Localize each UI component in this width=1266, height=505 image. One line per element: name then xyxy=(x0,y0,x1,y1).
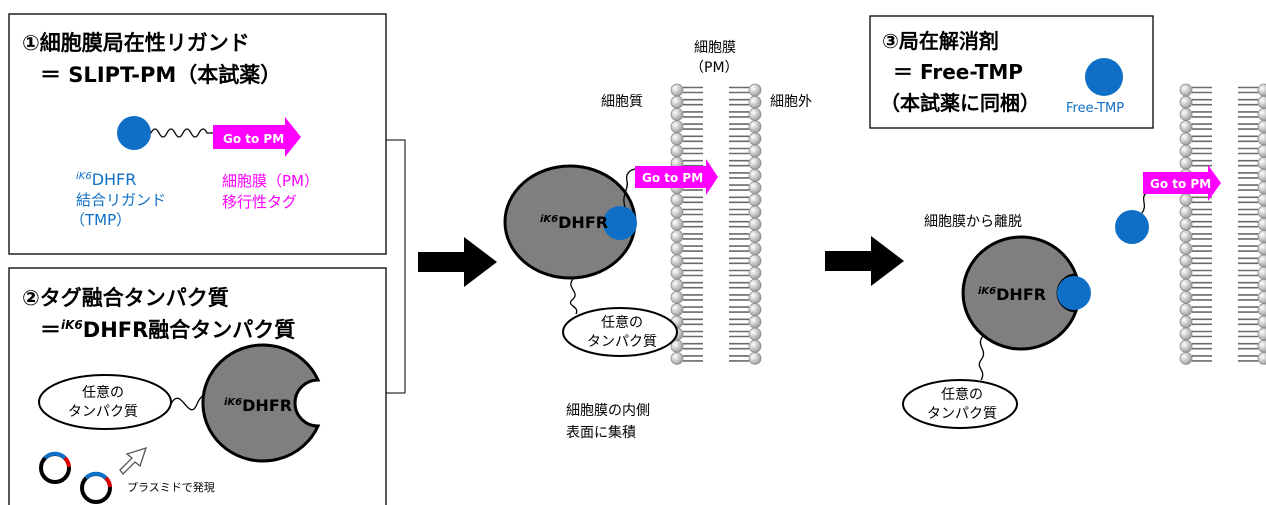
flow-arrow-2 xyxy=(825,236,904,286)
go-to-pm-tag-arrow-middle xyxy=(635,159,718,195)
ligand-desc-line2: 結合リガンド xyxy=(76,191,166,209)
free-tmp-bound xyxy=(1057,276,1091,310)
protein-ellipse-right xyxy=(902,379,1018,429)
membrane-label-line2: （PM） xyxy=(690,60,739,76)
ligand-desc-line1: iK6DHFR xyxy=(76,170,136,189)
ligand-ball-released xyxy=(1115,210,1149,244)
go-to-pm-tag-arrow-right xyxy=(1143,165,1221,201)
go-to-pm-tag-arrow xyxy=(213,117,301,157)
panel-3-title-line3: （本試薬に同梱） xyxy=(880,91,1040,115)
go-to-pm-tag-label: Go to PM xyxy=(223,132,284,146)
plasmid-label: プラスミドで発現 xyxy=(127,480,215,494)
flow-arrow-1 xyxy=(418,237,497,287)
panel-3-title-line2: ＝ Free-TMP xyxy=(893,60,1023,84)
protein-label-middle-line2: タンパク質 xyxy=(587,334,657,350)
membrane-bilayer-middle xyxy=(670,83,762,365)
panel-3-title-line1: ③局在解消剤 xyxy=(882,29,999,53)
dhfr-label: iK6DHFR xyxy=(224,396,292,415)
tag-desc-line2: 移行性タグ xyxy=(222,193,297,211)
expression-arrow xyxy=(119,446,148,475)
panel-2-title-line1: ②タグ融合タンパク質 xyxy=(22,286,229,310)
protein-label-line2: タンパク質 xyxy=(68,404,138,420)
extracellular-label: 細胞外 xyxy=(770,94,812,110)
ligand-ball-bound-middle xyxy=(603,206,637,240)
protein-label-right-line1: 任意の xyxy=(941,386,983,403)
linker-middle xyxy=(623,168,638,208)
plasmid-icon-2 xyxy=(80,471,112,504)
protein-label-middle-line1: 任意の xyxy=(601,314,643,331)
protein-label-line1: 任意の xyxy=(82,384,124,401)
cytoplasm-label: 細胞質 xyxy=(601,94,643,110)
ligand-desc-line3: （TMP） xyxy=(70,211,131,229)
membrane-bilayer-right xyxy=(1179,83,1266,365)
panel-2-title-line2: ＝iK6DHFR融合タンパク質 xyxy=(40,318,295,342)
ligand-ball xyxy=(117,116,151,150)
panel-1-title-line2: ＝ SLIPT-PM（本試薬） xyxy=(40,63,281,87)
panel-bracket xyxy=(386,139,406,394)
membrane-label-line1: 細胞膜 xyxy=(694,40,736,56)
protein-label-right-line2: タンパク質 xyxy=(927,406,997,422)
free-tmp-ball xyxy=(1085,58,1123,96)
free-tmp-label: Free-TMP xyxy=(1066,101,1124,116)
protein-ellipse-middle xyxy=(562,307,678,357)
caption-line1: 細胞膜の内側 xyxy=(566,403,650,419)
linker-wave xyxy=(150,128,213,138)
go-to-pm-tag-label-right: Go to PM xyxy=(1150,177,1211,191)
dhfr-label-right: iK6DHFR xyxy=(978,285,1046,304)
release-label: 細胞膜から離脱 xyxy=(924,213,1022,230)
plasmid-icon-1 xyxy=(39,451,71,484)
panel-1-box xyxy=(8,13,387,255)
dhfr-label-middle: iK6DHFR xyxy=(540,213,608,232)
go-to-pm-tag-label-middle: Go to PM xyxy=(642,171,703,185)
panel-1-title-line1: ①細胞膜局在性リガンド xyxy=(22,31,250,55)
dhfr-with-pocket xyxy=(201,343,321,463)
protein-ellipse xyxy=(38,374,172,430)
tag-desc-line1: 細胞膜（PM） xyxy=(222,172,319,190)
protein-linker-middle xyxy=(569,277,578,315)
protein-linker-right xyxy=(978,335,985,381)
caption-line2: 表面に集積 xyxy=(566,424,636,441)
